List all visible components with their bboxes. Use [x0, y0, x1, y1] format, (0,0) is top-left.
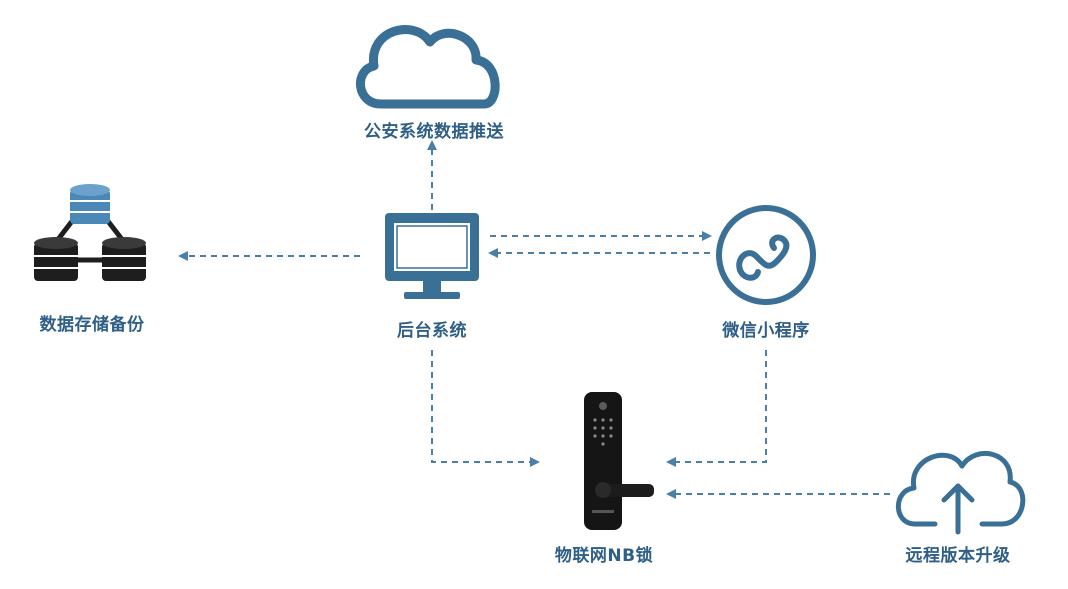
- monitor-icon: [385, 213, 479, 299]
- smart-lock-icon: [584, 392, 654, 530]
- storage-label: 数据存储备份: [39, 315, 145, 335]
- database-stack-top: [70, 184, 110, 224]
- police-push-label: 公安系统数据推送: [364, 122, 504, 142]
- mini-program-icon: [716, 205, 816, 305]
- arrows: [178, 140, 890, 499]
- backend-label: 后台系统: [397, 321, 467, 341]
- database-stack-right: [102, 237, 146, 281]
- wechat-label: 微信小程序: [722, 321, 810, 341]
- lock-label: 物联网NB锁: [554, 546, 654, 566]
- ota-label: 远程版本升级: [905, 546, 1011, 566]
- arrow-backend-to-lock: [431, 350, 540, 467]
- database-icon: [34, 184, 146, 281]
- lock-keypad: [593, 418, 613, 446]
- cloud-icon: [355, 25, 500, 109]
- arrow-wechat-to-lock: [666, 350, 767, 467]
- cloud-upload-icon: [896, 450, 1026, 535]
- database-stack-left: [34, 237, 78, 281]
